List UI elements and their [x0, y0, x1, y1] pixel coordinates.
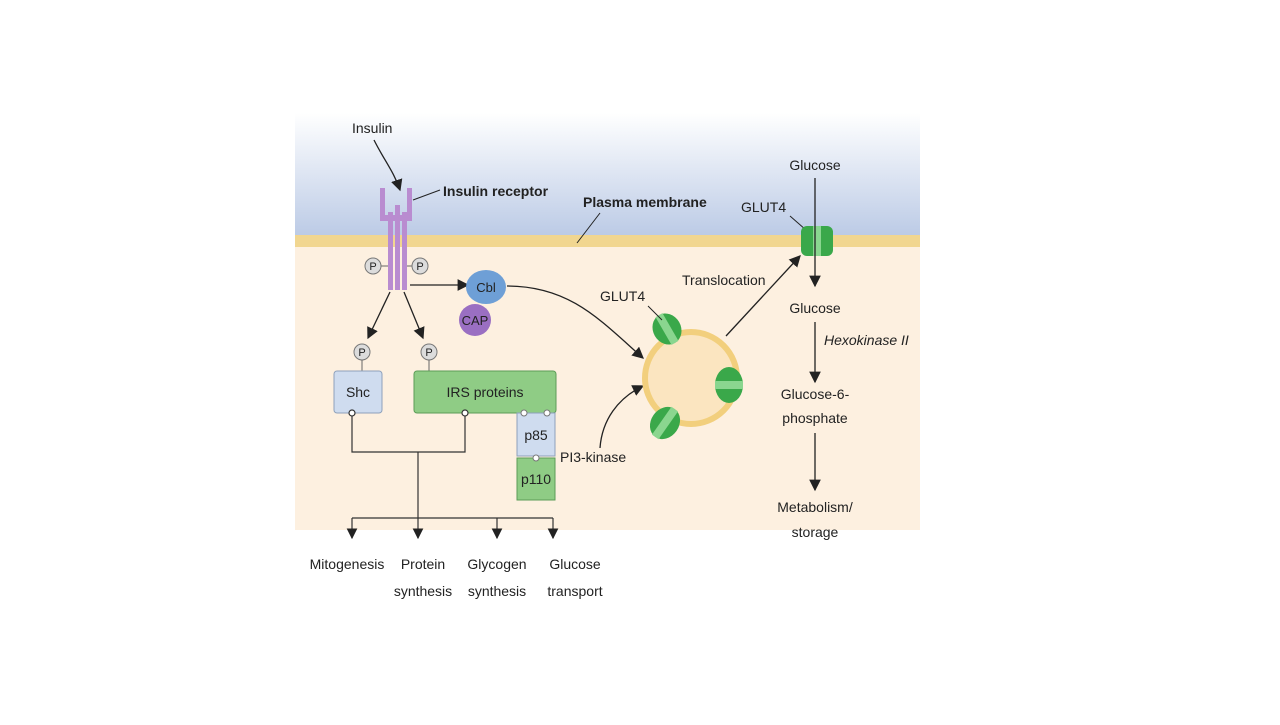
plasma-membrane-label: Plasma membrane: [583, 194, 707, 210]
shc-phosphate: P: [353, 343, 371, 371]
translocation-arrow: [725, 255, 801, 337]
outcome-connectors: [346, 409, 559, 540]
p85-subunit: p85: [516, 412, 556, 457]
insulin-label: Insulin: [352, 120, 392, 136]
g6p-label-line1: Glucose-6-: [781, 386, 850, 402]
glucose-intracellular-label: Glucose: [789, 300, 841, 316]
receptor-phosphate-left: P: [364, 257, 388, 275]
metabolism-label-line1: Metabolism/: [777, 499, 853, 515]
receptor-leader: [412, 189, 441, 201]
receptor-to-shc-arrow: [367, 291, 391, 340]
outcome-protein-synthesis: Protein synthesis: [394, 556, 452, 599]
insulin-arrow: [373, 139, 403, 192]
shc-box: Shc: [333, 370, 383, 414]
pi3-kinase-label: PI3-kinase: [560, 449, 626, 465]
vesicle-glut4-transporter-3: [649, 406, 681, 440]
membrane-glut4-transporter: [801, 226, 833, 256]
g6p-label-line2: phosphate: [782, 410, 848, 426]
svg-text:Protein: Protein: [401, 556, 445, 572]
svg-text:synthesis: synthesis: [468, 583, 526, 599]
vesicle-glut4-transporter-1: [652, 313, 682, 345]
svg-text:Glycogen: Glycogen: [467, 556, 526, 572]
svg-text:Shc: Shc: [346, 384, 370, 400]
svg-text:P: P: [358, 347, 365, 359]
svg-text:CAP: CAP: [462, 313, 489, 328]
irs-proteins-box: IRS proteins: [413, 370, 557, 414]
glucose-extracellular-label: Glucose: [789, 157, 841, 173]
svg-text:p110: p110: [521, 471, 551, 487]
plasma-membrane-band: [295, 235, 920, 247]
hexokinase-label: Hexokinase II: [824, 332, 909, 348]
pi3k-to-vesicle-arrow: [599, 385, 645, 449]
insulin-receptor: [380, 188, 412, 290]
irs-phosphate: P: [420, 343, 438, 371]
p110-subunit: p110: [516, 457, 556, 501]
svg-text:Mitogenesis: Mitogenesis: [310, 556, 385, 572]
outcome-glucose-transport: Glucose transport: [547, 556, 602, 599]
membrane-glut4-label: GLUT4: [741, 199, 786, 215]
cbl-protein: Cbl: [466, 270, 506, 304]
svg-text:synthesis: synthesis: [394, 583, 452, 599]
receptor-to-irs-arrow: [403, 291, 425, 340]
vesicle-glut4-transporter-2: [715, 367, 743, 403]
outcome-mitogenesis: Mitogenesis: [310, 556, 385, 572]
vesicle-glut4-leader: [647, 305, 663, 321]
svg-text:p85: p85: [524, 427, 548, 443]
metabolism-label-line2: storage: [792, 524, 839, 540]
outcome-glycogen-synthesis: Glycogen synthesis: [467, 556, 526, 599]
translocation-label: Translocation: [682, 272, 766, 288]
membrane-leader: [576, 212, 601, 244]
cbl-to-vesicle-arrow: [506, 285, 644, 359]
svg-text:IRS proteins: IRS proteins: [446, 384, 523, 400]
svg-text:Cbl: Cbl: [476, 280, 496, 295]
svg-text:P: P: [369, 261, 376, 273]
receptor-phosphate-right: P: [407, 257, 429, 275]
svg-text:P: P: [425, 347, 432, 359]
insulin-receptor-label: Insulin receptor: [443, 183, 549, 199]
vesicle-glut4-label: GLUT4: [600, 288, 645, 304]
svg-text:P: P: [416, 261, 423, 273]
cap-protein: CAP: [459, 304, 491, 336]
svg-text:Glucose: Glucose: [549, 556, 601, 572]
svg-text:transport: transport: [547, 583, 602, 599]
